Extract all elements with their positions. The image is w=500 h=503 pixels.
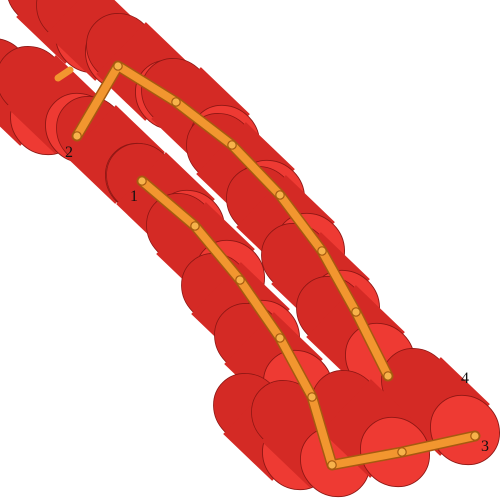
joint-pin [73, 132, 81, 140]
joint-pin [172, 98, 180, 106]
marker-label-1: 1 [130, 188, 138, 205]
joint-pin [471, 432, 479, 440]
joint-pin [308, 393, 316, 401]
joint-pin [191, 222, 199, 230]
joint-pin [318, 247, 326, 255]
joint-pin [398, 448, 406, 456]
marker-label-4: 4 [461, 370, 469, 387]
joint-pin [236, 276, 244, 284]
marker-label-3: 3 [481, 438, 489, 455]
joint-pin [384, 372, 392, 380]
joint-pin [228, 141, 236, 149]
joint-pin [328, 461, 336, 469]
joint-pin [352, 308, 360, 316]
marker-label-2: 2 [65, 144, 73, 161]
joint-pin [138, 177, 146, 185]
joint-pin [276, 191, 284, 199]
joint-pin [276, 334, 284, 342]
joint-pin [114, 62, 122, 70]
